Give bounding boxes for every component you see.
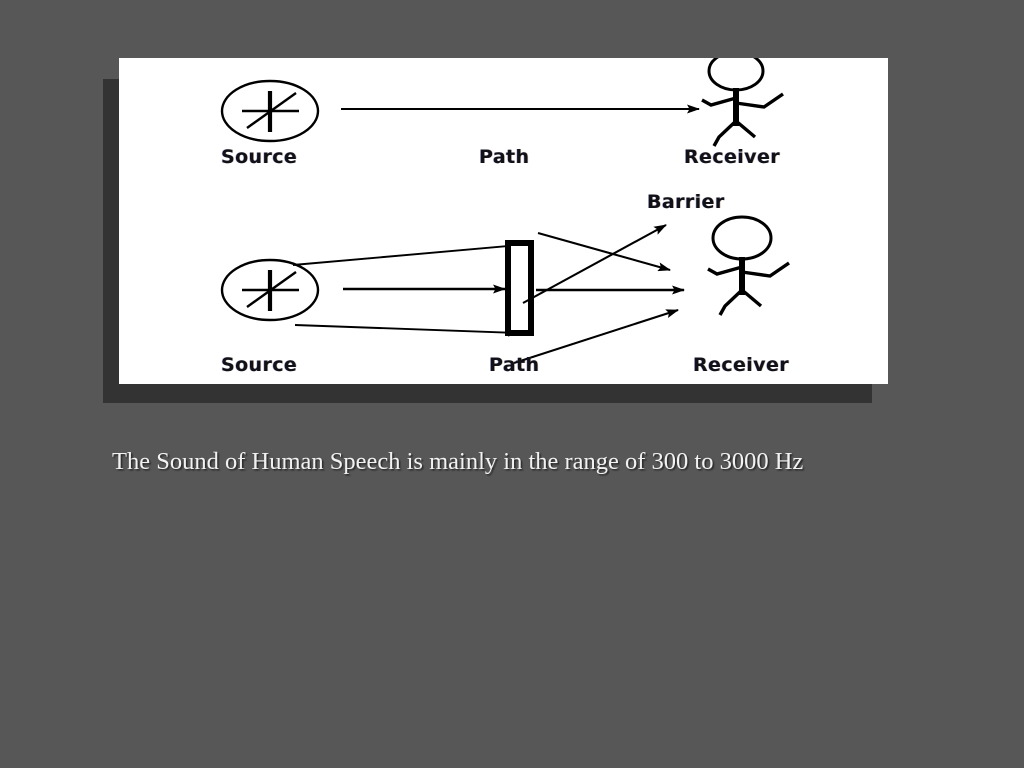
source-path-receiver-diagram xyxy=(220,58,790,364)
label-receiver-top: Receiver xyxy=(684,146,781,168)
label-source-top: Source xyxy=(221,146,298,168)
label-source-bottom: Source xyxy=(221,354,298,376)
barrier-diffraction-rays xyxy=(513,224,685,364)
noise-source-icon-top xyxy=(220,79,320,143)
barrier-rectangle-icon xyxy=(505,240,534,336)
diagram-picture: Source Path Receiver Barrier Source Path… xyxy=(119,58,888,384)
label-path-top: Path xyxy=(479,146,530,168)
slide-caption: The Sound of Human Speech is mainly in t… xyxy=(112,448,804,475)
label-path-bottom: Path xyxy=(489,354,540,376)
label-barrier: Barrier xyxy=(647,191,725,213)
stick-figure-person-icon-bottom xyxy=(707,215,790,316)
source-rays xyxy=(292,241,521,337)
stick-figure-person-icon-top xyxy=(701,58,784,147)
noise-source-icon-bottom xyxy=(220,258,320,322)
label-receiver-bottom: Receiver xyxy=(693,354,790,376)
